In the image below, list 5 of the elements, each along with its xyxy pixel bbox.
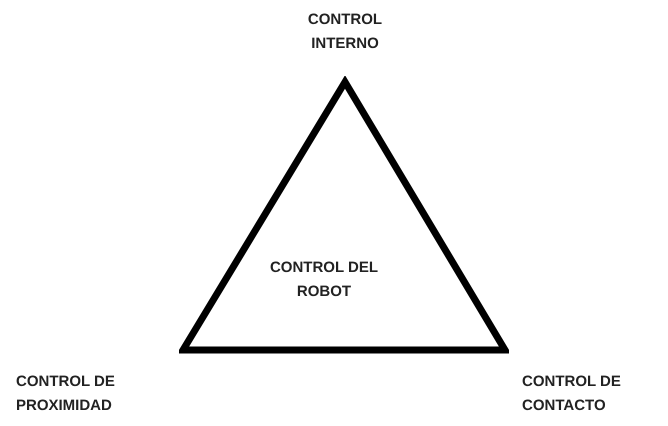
node-label: CONTROL DEL ROBOT — [268, 258, 380, 302]
corner-label: CONTROL DE PROXIMIDAD — [16, 372, 116, 416]
corner-label: CONTROL DE CONTACTO — [522, 372, 622, 416]
triangle — [179, 76, 509, 354]
corner-label: CONTROL INTERNO — [306, 10, 384, 54]
